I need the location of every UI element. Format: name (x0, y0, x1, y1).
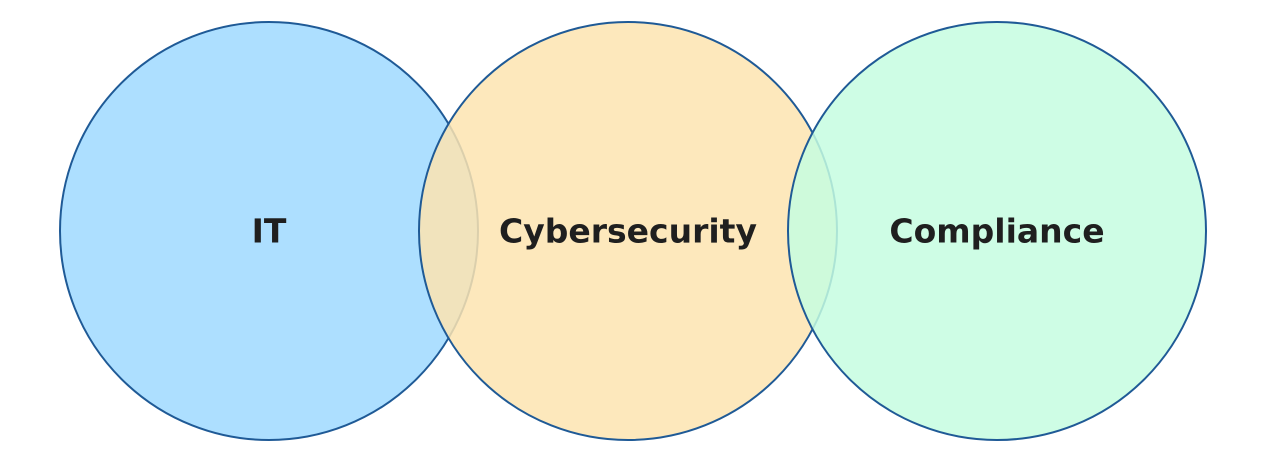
label-cybersecurity: Cybersecurity (499, 212, 757, 251)
venn-labels: IT Cybersecurity Compliance (252, 212, 1105, 251)
label-it: IT (252, 212, 287, 251)
circle-compliance (787, 21, 1207, 441)
label-compliance: Compliance (889, 212, 1104, 251)
venn-circles (59, 21, 1207, 441)
